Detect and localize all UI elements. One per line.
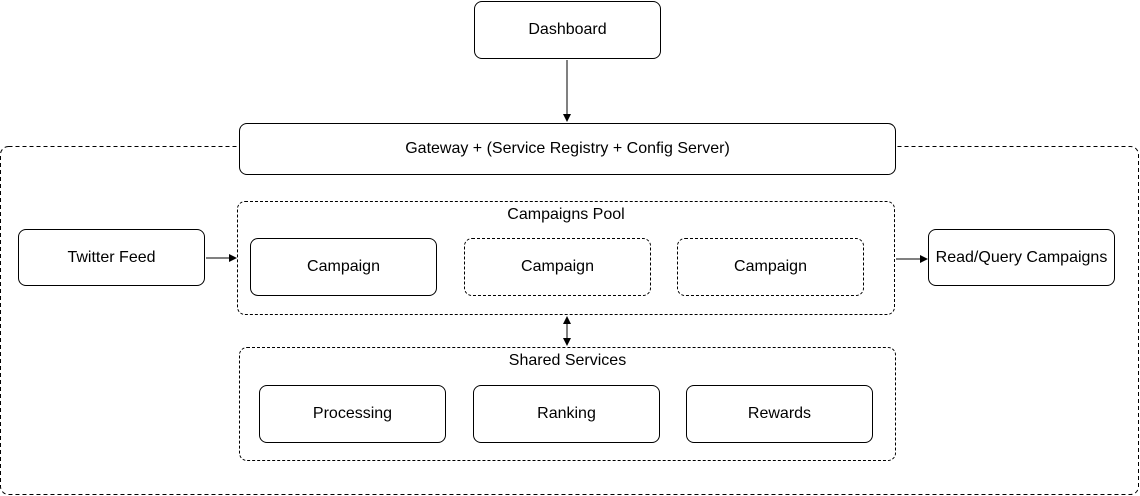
ranking-label: Ranking bbox=[537, 405, 596, 422]
campaign-node-1[interactable]: Campaign bbox=[250, 238, 437, 296]
dashboard-label: Dashboard bbox=[528, 21, 607, 38]
processing-node[interactable]: Processing bbox=[259, 385, 446, 443]
campaigns-pool-title: Campaigns Pool bbox=[507, 206, 625, 223]
gateway-label: Gateway + (Service Registry + Config Ser… bbox=[405, 140, 730, 157]
dashboard-node[interactable]: Dashboard bbox=[474, 1, 661, 59]
gateway-node[interactable]: Gateway + (Service Registry + Config Ser… bbox=[239, 123, 896, 175]
campaign-node-3[interactable]: Campaign bbox=[677, 238, 864, 296]
shared-services-title: Shared Services bbox=[508, 352, 627, 369]
campaign-node-2[interactable]: Campaign bbox=[464, 238, 651, 296]
shared-services-group: Shared Services bbox=[239, 347, 896, 461]
rewards-label: Rewards bbox=[747, 405, 812, 422]
twitter-feed-node[interactable]: Twitter Feed bbox=[18, 229, 205, 286]
campaigns-pool-group: Campaigns Pool bbox=[237, 201, 895, 315]
processing-label: Processing bbox=[312, 405, 393, 422]
campaign-label: Campaign bbox=[307, 258, 380, 275]
campaign-label: Campaign bbox=[734, 258, 807, 275]
read-query-label: Read/Query Campaigns bbox=[935, 248, 1108, 266]
twitter-feed-label: Twitter Feed bbox=[67, 248, 156, 266]
rewards-node[interactable]: Rewards bbox=[686, 385, 873, 443]
read-query-node[interactable]: Read/Query Campaigns bbox=[928, 229, 1115, 286]
ranking-node[interactable]: Ranking bbox=[473, 385, 660, 443]
campaign-label: Campaign bbox=[521, 258, 594, 275]
